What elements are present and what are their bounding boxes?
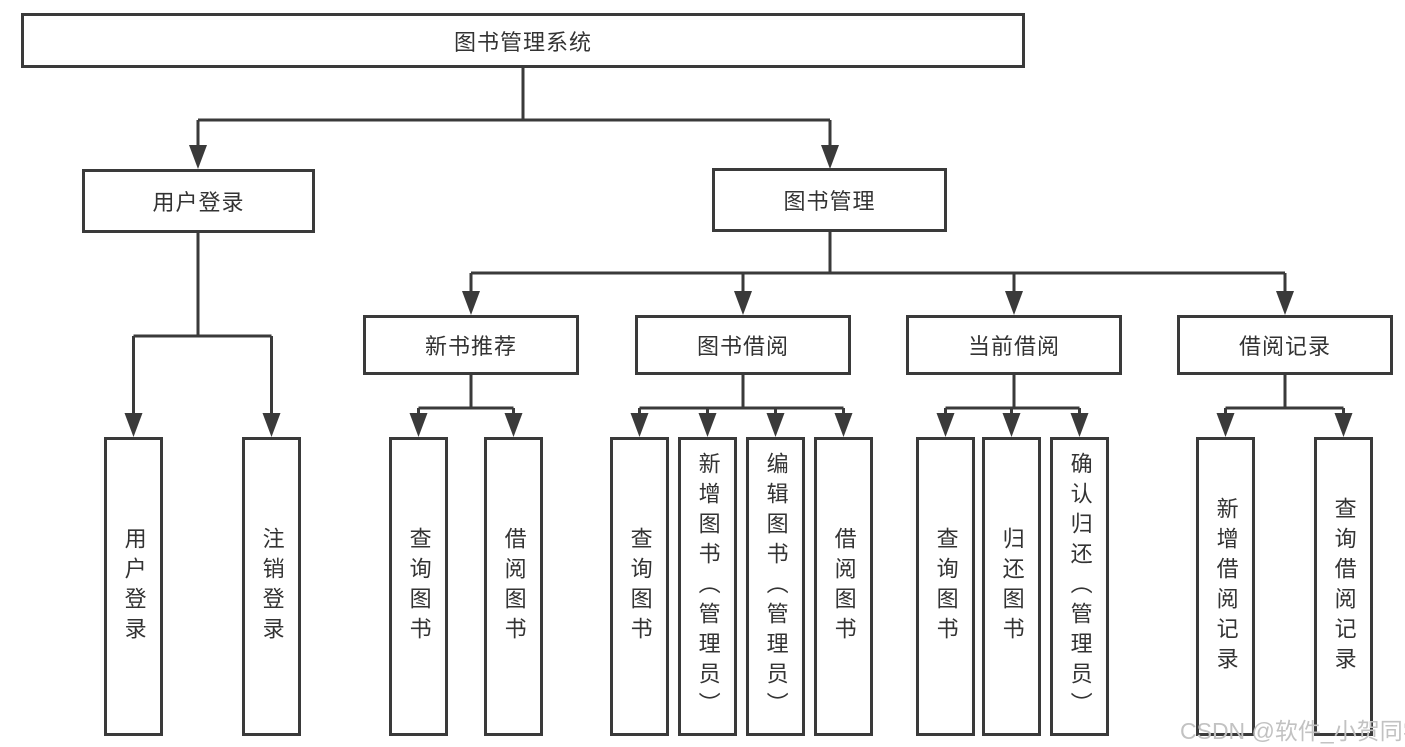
node-label: 图书管理 — [783, 189, 876, 214]
node-label: 图书借阅 — [696, 334, 789, 359]
node-label: 新增图书（管理员） — [695, 451, 721, 722]
node-leaf-query-books-borrow: 查询图书 — [610, 437, 669, 736]
node-library-management-system: 图书管理系统 — [21, 13, 1025, 68]
node-label: 当前借阅 — [967, 334, 1060, 359]
node-leaf-borrow-books: 借阅图书 — [814, 437, 873, 736]
node-borrowing-records: 借阅记录 — [1177, 315, 1393, 375]
node-label: 图书管理系统 — [453, 29, 592, 55]
node-leaf-edit-book-admin: 编辑图书（管理员） — [746, 437, 805, 736]
node-label: 编辑图书（管理员） — [763, 451, 789, 722]
node-label: 新增借阅记录 — [1213, 496, 1239, 677]
node-leaf-logout: 注销登录 — [242, 437, 301, 736]
node-user-login: 用户登录 — [82, 169, 315, 233]
node-label: 查询借阅记录 — [1331, 496, 1357, 677]
node-leaf-query-books-current: 查询图书 — [916, 437, 975, 736]
node-label: 借阅记录 — [1238, 334, 1331, 359]
node-book-management: 图书管理 — [712, 168, 947, 232]
arrowheads — [124, 145, 1353, 437]
node-label: 确认归还（管理员） — [1067, 451, 1093, 722]
node-leaf-return-book: 归还图书 — [982, 437, 1041, 736]
node-label: 新书推荐 — [424, 334, 517, 359]
node-label: 借阅图书 — [831, 526, 857, 647]
node-label: 用户登录 — [152, 190, 245, 215]
node-label: 注销登录 — [259, 526, 285, 647]
csdn-watermark: CSDN @软件_小贺同学 — [1180, 718, 1405, 744]
node-leaf-query-books-recommend: 查询图书 — [389, 437, 448, 736]
node-leaf-confirm-return-admin: 确认归还（管理员） — [1050, 437, 1109, 736]
node-label: 查询图书 — [406, 526, 432, 647]
node-label: 查询图书 — [933, 526, 959, 647]
node-label: 用户登录 — [121, 526, 147, 647]
node-current-borrowing: 当前借阅 — [906, 315, 1122, 375]
node-leaf-add-borrow-record: 新增借阅记录 — [1196, 437, 1255, 736]
node-leaf-borrow-books-recommend: 借阅图书 — [484, 437, 543, 736]
node-book-borrowing: 图书借阅 — [635, 315, 851, 375]
node-new-book-recommendation: 新书推荐 — [363, 315, 579, 375]
node-label: 归还图书 — [999, 526, 1025, 647]
node-label: 查询图书 — [627, 526, 653, 647]
node-leaf-query-borrow-record: 查询借阅记录 — [1314, 437, 1373, 736]
node-label: 借阅图书 — [501, 526, 527, 647]
node-leaf-user-login: 用户登录 — [104, 437, 163, 736]
node-leaf-add-book-admin: 新增图书（管理员） — [678, 437, 737, 736]
